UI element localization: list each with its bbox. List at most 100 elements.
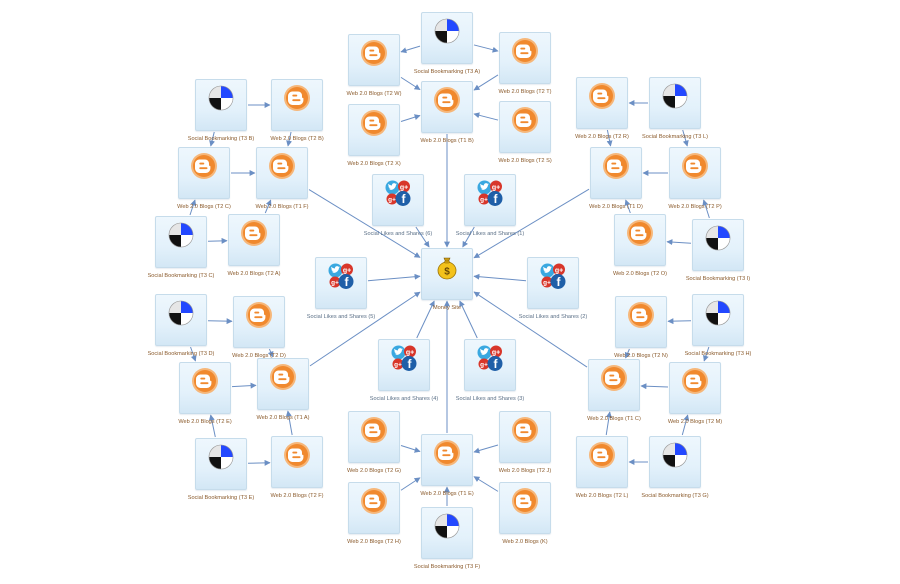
node-label: Web 2.0 Blogs (T2 G) <box>347 468 401 474</box>
tier3-bookmark-node[interactable]: Social Bookmarking (T3 C) <box>148 216 214 279</box>
tier3-bookmark-node[interactable]: Social Bookmarking (T3 B) <box>188 79 254 142</box>
tier2-blog-node[interactable]: Web 2.0 Blogs (T2 F) <box>270 436 324 499</box>
tier2-blog-node[interactable]: Web 2.0 Blogs (T2 B) <box>270 79 324 142</box>
node-label: Web 2.0 Blogs (T2 X) <box>347 161 401 167</box>
node-label: Web 2.0 Blogs (K) <box>502 539 548 545</box>
tier1-blog-node[interactable]: Web 2.0 Blogs (T1 E) <box>420 434 474 497</box>
node-label: Web 2.0 Blogs (T1 F) <box>255 204 309 210</box>
blogger-icon <box>588 441 616 469</box>
blogger-icon <box>360 39 388 67</box>
blogger-icon <box>240 219 268 247</box>
tier1-blog-node[interactable]: Web 2.0 Blogs (T1 F) <box>255 147 309 210</box>
edge-arrow <box>400 45 421 54</box>
edge-arrow <box>190 346 197 362</box>
node-label: Web 2.0 Blogs (T2 S) <box>498 158 552 164</box>
tier3-bookmark-node[interactable]: Social Bookmarking (T3 L) <box>642 77 708 140</box>
tier3-bookmark-node[interactable]: Social Bookmarking (T3 I) <box>686 219 750 282</box>
node-label: Web 2.0 Blogs (T2 N) <box>614 353 668 359</box>
edge-arrow <box>264 199 272 214</box>
tier2-blog-node[interactable]: Web 2.0 Blogs (T2 M) <box>668 362 722 425</box>
tier2-blog-node[interactable]: Web 2.0 Blogs (T2 L) <box>576 436 628 499</box>
tier3-bookmark-node[interactable]: Social Bookmarking (T3 A) <box>414 12 480 75</box>
tier2-blog-node[interactable]: Web 2.0 Blogs (T2 J) <box>499 411 551 474</box>
tier3-bookmark-node[interactable]: Social Bookmarking (T3 G) <box>641 436 709 499</box>
tier1-blog-node[interactable]: Web 2.0 Blogs (T1 D) <box>589 147 643 210</box>
edge-arrow <box>308 189 421 258</box>
edge-arrow <box>473 112 499 121</box>
tier2-blog-node[interactable]: Web 2.0 Blogs (T2 O) <box>613 214 667 277</box>
blogger-icon <box>433 439 461 467</box>
bookmark-quadrant-icon <box>661 441 689 469</box>
edge-arrow <box>473 44 499 53</box>
tier2-blog-node[interactable]: Web 2.0 Blogs (T2 N) <box>614 296 668 359</box>
edge-arrow <box>207 237 228 244</box>
tier2-blog-node[interactable]: Web 2.0 Blogs (T2 X) <box>347 104 401 167</box>
node-label: Web 2.0 Blogs (T2 T) <box>498 89 552 95</box>
svg-text:f: f <box>494 192 499 206</box>
bookmark-quadrant-icon <box>167 221 195 249</box>
node-label: Web 2.0 Blogs (T2 E) <box>178 419 232 425</box>
svg-text:g+: g+ <box>394 362 402 369</box>
money-site-node[interactable]: $ Money Site <box>421 248 473 311</box>
tier2-blog-node[interactable]: Web 2.0 Blogs (T2 H) <box>347 482 401 545</box>
tier3-bookmark-node[interactable]: Social Bookmarking (T3 E) <box>188 438 254 501</box>
tier2-blog-node[interactable]: Web 2.0 Blogs (T2 R) <box>575 77 629 140</box>
social-likes-node[interactable]: g+ g+ f Social Likes and Shares (3) <box>456 339 524 402</box>
node-label: Web 2.0 Blogs (T2 L) <box>575 493 629 499</box>
social-likes-node[interactable]: g+ g+ f Social Likes and Shares (1) <box>456 174 524 237</box>
tier3-bookmark-node[interactable]: Social Bookmarking (T3 D) <box>148 294 214 357</box>
blogger-icon <box>190 152 218 180</box>
tier1-blog-node[interactable]: Web 2.0 Blogs (T1 C) <box>587 359 641 422</box>
blogger-icon <box>511 106 539 134</box>
social-likes-node[interactable]: g+ g+ f Social Likes and Shares (2) <box>519 257 587 320</box>
social-likes-node[interactable]: g+ g+ f Social Likes and Shares (4) <box>370 339 438 402</box>
edge-arrow <box>400 76 421 91</box>
node-label: Web 2.0 Blogs (T2 A) <box>227 271 281 277</box>
blogger-icon <box>681 152 709 180</box>
tier2-blog-node[interactable]: Web 2.0 Blogs (K) <box>499 482 551 545</box>
tier2-blog-node[interactable]: Web 2.0 Blogs (T2 G) <box>347 411 401 474</box>
bookmark-quadrant-icon <box>433 512 461 540</box>
svg-text:g+: g+ <box>343 267 351 274</box>
edge-arrow <box>285 410 293 436</box>
blogger-icon <box>191 367 219 395</box>
tier2-blog-node[interactable]: Web 2.0 Blogs (T2 T) <box>499 32 551 95</box>
tier2-blog-node[interactable]: Web 2.0 Blogs (T2 C) <box>177 147 231 210</box>
tier2-blog-node[interactable]: Web 2.0 Blogs (T2 W) <box>347 34 401 97</box>
edge-arrow <box>605 411 612 436</box>
tier2-blog-node[interactable]: Web 2.0 Blogs (T2 P) <box>668 147 722 210</box>
tier2-blog-node[interactable]: Web 2.0 Blogs (T2 D) <box>232 296 286 359</box>
tier2-blog-node[interactable]: Web 2.0 Blogs (T2 S) <box>498 101 552 164</box>
svg-text:g+: g+ <box>331 280 339 287</box>
blogger-icon <box>600 364 628 392</box>
tier3-bookmark-node[interactable]: Social Bookmarking (T3 H) <box>685 294 751 357</box>
blogger-icon <box>269 363 297 391</box>
node-label: Social Bookmarking (T3 I) <box>685 276 751 282</box>
tier1-blog-node[interactable]: Web 2.0 Blogs (T1 A) <box>256 358 310 421</box>
svg-text:g+: g+ <box>543 280 551 287</box>
money-bag-icon: $ <box>433 253 461 281</box>
node-label: Social Bookmarking (T3 C) <box>147 273 215 279</box>
blogger-icon <box>360 109 388 137</box>
svg-text:f: f <box>557 275 562 289</box>
edge-arrow <box>189 199 197 216</box>
edge-arrow <box>459 300 478 339</box>
social-cluster-icon: g+ g+ f <box>327 262 355 290</box>
edge-arrow <box>400 445 421 453</box>
tier3-bookmark-node[interactable]: Social Bookmarking (T3 F) <box>414 507 480 570</box>
tier1-blog-node[interactable]: Web 2.0 Blogs (T1 B) <box>420 81 474 144</box>
svg-text:g+: g+ <box>388 197 396 204</box>
edge-arrow <box>666 239 692 246</box>
node-label: Social Likes and Shares (5) <box>306 314 376 320</box>
social-likes-node[interactable]: g+ g+ f Social Likes and Shares (5) <box>307 257 375 320</box>
svg-text:g+: g+ <box>492 349 500 356</box>
node-label: Social Bookmarking (T3 D) <box>147 351 215 357</box>
social-likes-node[interactable]: g+ g+ f Social Likes and Shares (6) <box>364 174 432 237</box>
edge-arrow <box>702 199 710 219</box>
tier2-blog-node[interactable]: Web 2.0 Blogs (T2 A) <box>227 214 281 277</box>
tier2-blog-node[interactable]: Web 2.0 Blogs (T2 E) <box>178 362 232 425</box>
bookmark-quadrant-icon <box>207 84 235 112</box>
blogger-icon <box>283 84 311 112</box>
node-label: Social Bookmarking (T3 L) <box>642 134 708 140</box>
edge-arrow <box>473 291 588 368</box>
